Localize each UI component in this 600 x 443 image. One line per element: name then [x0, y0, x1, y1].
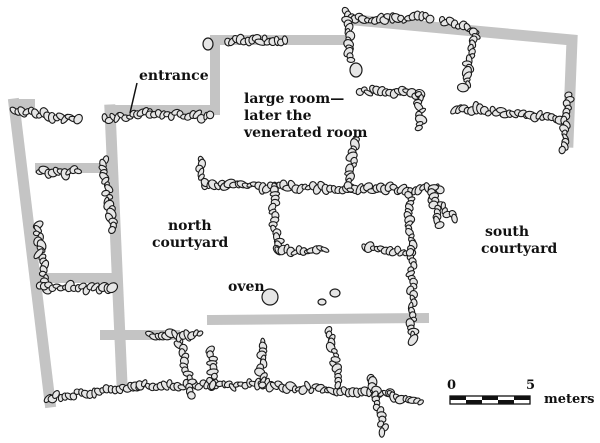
wall-stone	[558, 145, 566, 155]
scale-bar: 0 5 meters	[447, 378, 594, 407]
wall-stone	[425, 14, 435, 24]
wall-stone	[331, 348, 338, 354]
oven-label: oven	[228, 279, 265, 295]
south-courtyard-label-line2: courtyard	[481, 241, 557, 257]
large-room-label-line1: large room—	[244, 91, 344, 107]
wall-stone	[187, 391, 196, 400]
large-room-label-line3: venerated room	[243, 125, 368, 141]
wall-stone	[451, 213, 458, 224]
wall-stone	[281, 35, 289, 45]
entrance-pointer-line	[129, 82, 138, 114]
scale-end-label: 5	[526, 378, 535, 393]
wall-stone	[320, 246, 330, 253]
loose-stones	[202, 37, 363, 306]
wall-stone	[363, 89, 374, 97]
scale-unit-label: meters	[544, 392, 594, 407]
scale-start-label: 0	[447, 378, 456, 393]
wall-stone	[106, 282, 119, 294]
large-room-label-line2: later the	[244, 108, 312, 124]
wall-stone	[208, 379, 217, 391]
stone-walls	[9, 6, 575, 438]
wall-stone	[405, 248, 415, 257]
wall-stone	[346, 56, 356, 63]
wall-stone	[205, 110, 215, 120]
wall-stone	[407, 334, 419, 346]
wall-stone	[334, 380, 342, 390]
north-courtyard-label-line2: courtyard	[152, 235, 228, 251]
entrance-label: entrance	[139, 68, 209, 84]
wall-stone	[73, 113, 83, 125]
wall-stone	[456, 82, 470, 93]
wall-stone	[417, 399, 424, 406]
wall-stone	[196, 330, 204, 337]
north-courtyard-label-line1: north	[168, 218, 212, 234]
reconstructed-walls	[7, 14, 578, 409]
wall-stone	[414, 124, 423, 132]
wall-stone	[258, 381, 267, 389]
wall-stone	[378, 427, 386, 438]
wall-stone	[434, 221, 445, 230]
wall-stone	[73, 168, 83, 175]
wall-stone	[346, 187, 355, 193]
south-courtyard-label-line1: south	[485, 224, 529, 240]
wall-stone	[108, 225, 116, 235]
